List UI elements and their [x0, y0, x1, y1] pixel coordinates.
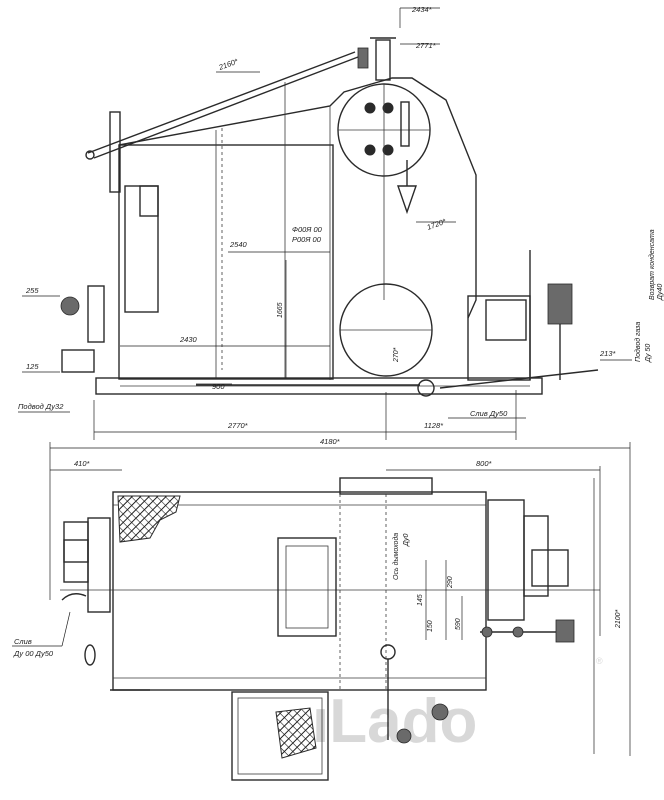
- plan-burner-front: [63, 521, 89, 583]
- boiler-shell-outline: [118, 77, 477, 319]
- dim-125: 125: [26, 362, 39, 371]
- pump-motor: [485, 299, 527, 341]
- watermark-registered-mark: ®: [596, 656, 603, 666]
- dim-top-right-1: 2434*: [411, 5, 433, 14]
- plan-feed-valve: [431, 703, 449, 721]
- label-drain: Слив Ду50: [470, 409, 508, 418]
- electric-motor: [547, 283, 573, 325]
- plan-gas-valve-small: [512, 626, 524, 638]
- burner-head: [139, 185, 159, 217]
- plan-view: 4180* 410* 800* 2100* 290 145 150 590 Ос…: [12, 437, 631, 781]
- plan-inspection-door: [277, 537, 337, 637]
- label-device: Ф00Я 00: [292, 225, 323, 234]
- plan-dim-vert-label: Ось дымохода: [392, 533, 400, 580]
- plan-label-drain-sub: Ду 00 Ду50: [13, 649, 54, 658]
- safety-valve-cone: [397, 185, 417, 215]
- main-steam-valve: [375, 39, 391, 81]
- dim-top-right-2: 2771*: [415, 41, 437, 50]
- plan-dim-145: 145: [417, 594, 424, 606]
- dim-1665: 1665: [277, 302, 284, 318]
- label-gas-sub: Ду 50: [645, 344, 652, 363]
- flue-end-cap: [85, 150, 95, 160]
- dim-213: 213*: [599, 349, 617, 358]
- plan-label-drain: Слив: [14, 637, 32, 646]
- plan-drain-valve: [84, 644, 96, 666]
- plan-gas-valve-small: [481, 626, 493, 638]
- front-flange: [87, 285, 105, 343]
- plan-motor-housing: [523, 515, 549, 597]
- burner-housing: [124, 185, 159, 313]
- sight-glass-valve: [382, 144, 394, 156]
- dim-270: 270*: [393, 347, 400, 363]
- dim-slope: 2160*: [217, 56, 240, 72]
- plan-dim-800: 800*: [476, 459, 493, 468]
- plan-dim-2100: 2100*: [615, 609, 622, 629]
- front-door: [109, 111, 121, 193]
- label-return: Возврат конденсата: [648, 229, 656, 300]
- plan-burner-nozzle: [63, 539, 89, 563]
- dim-900: 900: [212, 382, 225, 391]
- plan-drain-elbow: [61, 593, 87, 601]
- label-device-sub: Р00Я 00: [292, 235, 322, 244]
- dim-1128: 1128*: [424, 421, 444, 430]
- watermark: ıLado ®: [312, 656, 603, 756]
- roof-flue-pipe-lower: [93, 56, 359, 159]
- dim-2770: 2770*: [227, 421, 249, 430]
- plan-electric-motor: [531, 549, 569, 587]
- plan-dim-290: 290: [447, 576, 454, 589]
- feed-pump-unit: [467, 295, 531, 381]
- label-return-sub: Ду40: [657, 284, 664, 301]
- sight-glass-valve: [364, 144, 376, 156]
- dim-255: 255: [25, 286, 39, 295]
- plan-door-inner: [285, 545, 329, 629]
- plan-front-flange: [87, 517, 111, 613]
- water-level-gauge: [400, 101, 410, 147]
- plan-refractory-hatch: [117, 495, 181, 543]
- feed-pump: [61, 349, 95, 373]
- dim-1720: 1720*: [426, 216, 449, 232]
- return-pipe: [439, 369, 599, 389]
- label-inlet: Подвод Ду32: [18, 402, 64, 411]
- sight-glass-valve: [364, 102, 376, 114]
- side-view: 2434* 2771* 2160* 1720* 2540 1665 2430 9…: [18, 5, 664, 440]
- boiler-body: [118, 144, 334, 380]
- label-gas: Подвод газа: [634, 322, 642, 362]
- dim-2430: 2430: [179, 335, 198, 344]
- inlet-valve-wheel: [60, 296, 80, 316]
- plan-dim-410: 410*: [74, 459, 91, 468]
- steam-valve-actuator: [357, 47, 369, 69]
- plan-pump-unit: [487, 499, 525, 621]
- plan-fan-box: [231, 691, 329, 781]
- plan-gas-valve: [555, 619, 575, 643]
- watermark-logo: ıLado: [312, 687, 477, 756]
- dim-2540: 2540: [229, 240, 248, 249]
- plan-dim-overall: 4180*: [320, 437, 341, 446]
- plan-body: [112, 491, 487, 691]
- plan-dim-590: 590: [455, 618, 462, 630]
- plan-feed-valve: [396, 728, 412, 744]
- roof-flue-pipe: [87, 51, 356, 154]
- base-frame: [95, 377, 543, 395]
- dimension-leader: [61, 611, 71, 647]
- sight-glass-valve: [382, 102, 394, 114]
- plan-dim-150: 150: [427, 620, 434, 632]
- plan-dim-vert-sub: Ду0: [403, 533, 410, 547]
- plan-fan-hatch: [275, 707, 317, 759]
- plan-fan-box-inner: [237, 697, 323, 775]
- plan-blowdown-valve: [380, 644, 396, 660]
- blowdown-valve: [417, 379, 435, 397]
